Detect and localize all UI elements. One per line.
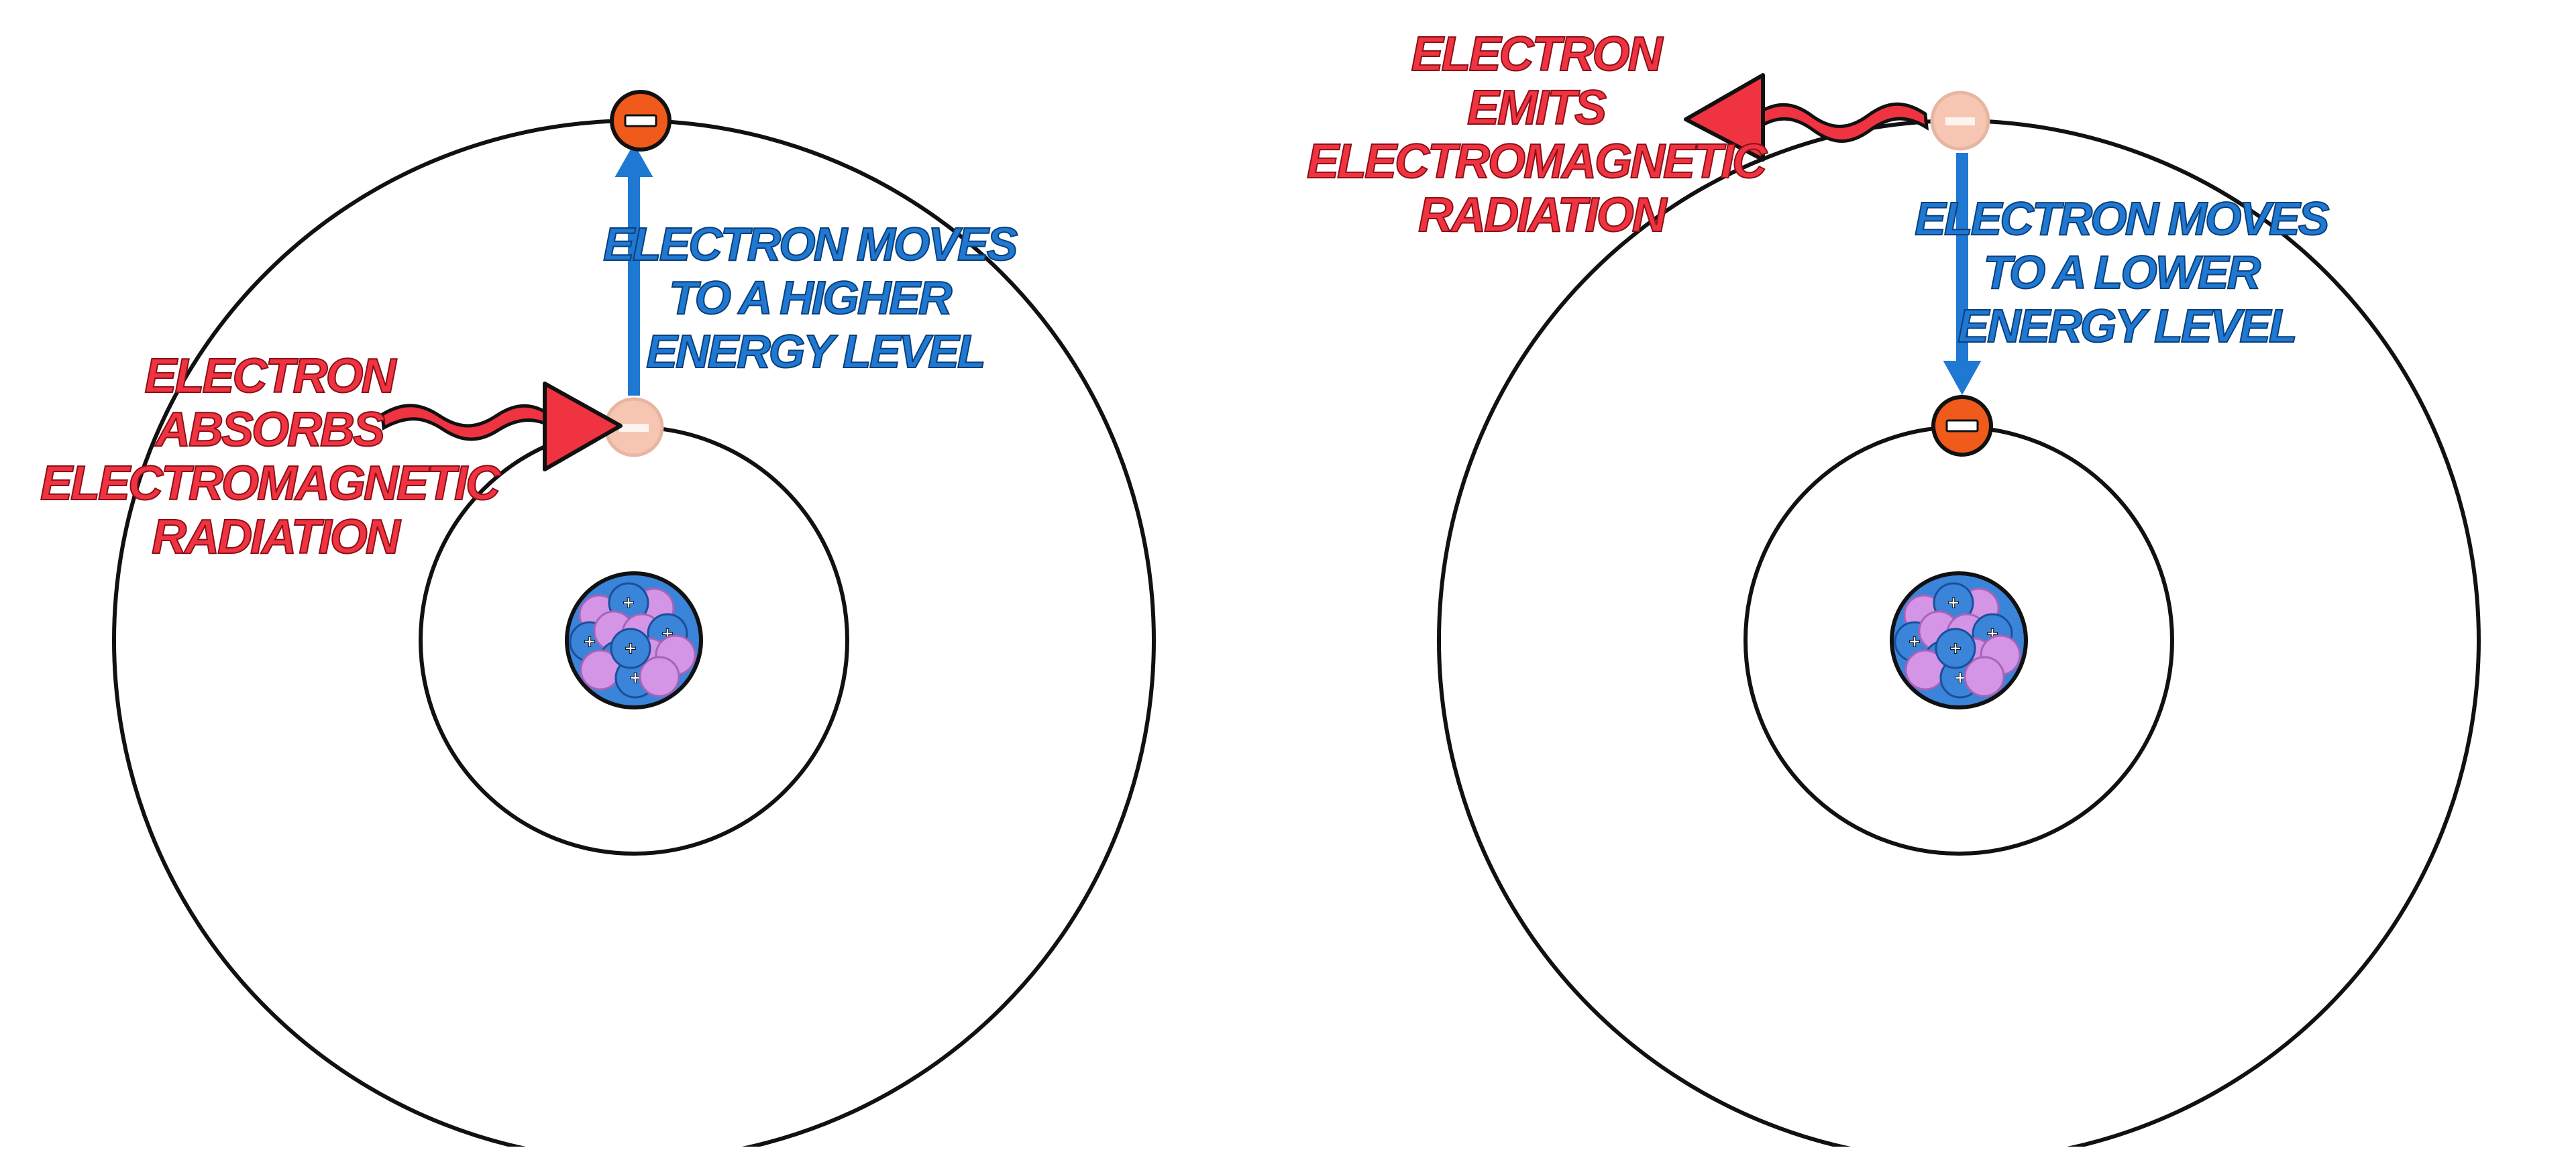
svg-text:+: +: [629, 667, 641, 689]
electron: [1931, 395, 1993, 457]
svg-text:+: +: [625, 638, 637, 660]
emission-panel: ++++++ ELECTRON: [1306, 27, 2481, 1150]
energy-drop-down-arrow: [1943, 153, 1982, 396]
photon-emitted-arrow-icon: [1684, 73, 1929, 162]
nucleus: ++++++: [565, 571, 703, 709]
energy-jump-up-arrow: [614, 143, 653, 396]
electron-previous-position: [1930, 91, 1990, 151]
absorbs-radiation-label: ELECTRON ABSORBS ELECTROMAGNETIC RADIATI…: [40, 349, 510, 564]
svg-text:+: +: [623, 592, 635, 614]
electron: [610, 90, 672, 152]
proton-icon: +: [1933, 582, 1974, 624]
svg-text:+: +: [1949, 638, 1962, 660]
proton-icon: +: [610, 628, 651, 669]
moves-lower-label: ELECTRON MOVES TO A LOWER ENERGY LEVEL: [1915, 192, 2339, 352]
neutron-icon: [639, 656, 680, 697]
photon-absorbed-arrow-icon: [380, 382, 623, 471]
emits-radiation-label: ELECTRON EMITS ELECTROMAGNETIC RADIATION: [1307, 27, 1776, 242]
neutron-icon: [1964, 656, 2005, 697]
svg-text:+: +: [1947, 592, 1960, 614]
svg-text:+: +: [1954, 667, 1966, 689]
proton-icon: +: [569, 621, 610, 663]
nucleus: ++++++: [1890, 571, 2028, 709]
moves-higher-label: ELECTRON MOVES TO A HIGHER ENERGY LEVEL: [603, 218, 1027, 378]
absorption-panel: ++++++ ELECTRON: [40, 90, 1156, 1150]
svg-text:+: +: [1909, 631, 1921, 653]
svg-text:+: +: [584, 631, 596, 653]
proton-icon: +: [1935, 628, 1976, 669]
